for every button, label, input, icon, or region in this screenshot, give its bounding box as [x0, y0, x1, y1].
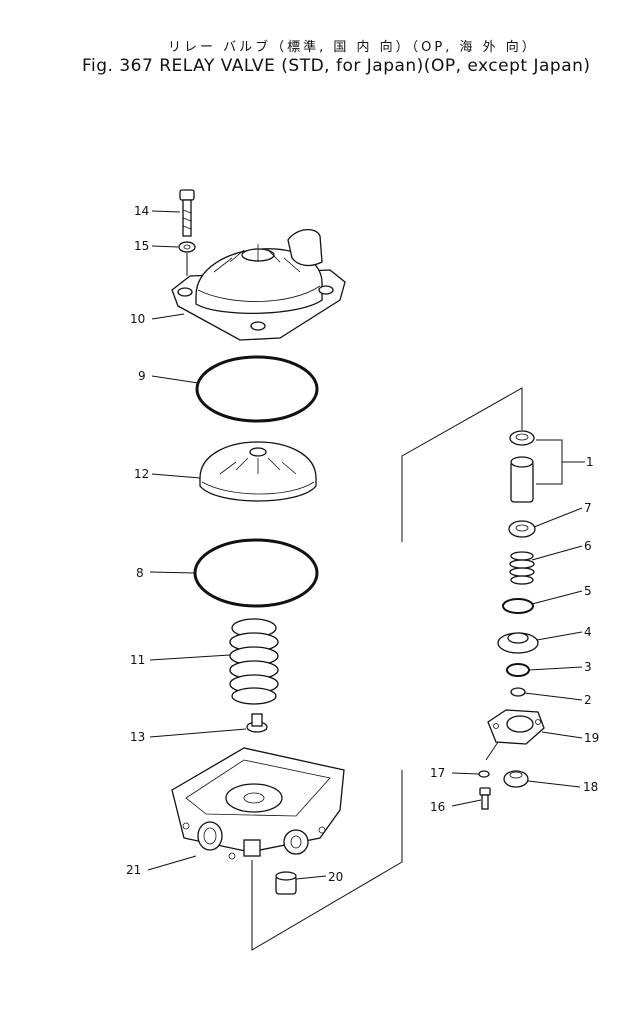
callout-1: 1	[586, 455, 594, 469]
part-20-plug	[275, 871, 297, 895]
title-english: Fig. 367 RELAY VALVE (STD, for Japan)(OP…	[82, 56, 591, 76]
part-19-cover	[485, 709, 545, 761]
title-japanese: リレー バルブ（標準, 国 内 向）（OP, 海 外 向）	[168, 40, 538, 55]
leader-lines	[147, 210, 585, 880]
callout-4: 4	[584, 625, 592, 639]
part-10-cover	[171, 229, 346, 341]
callout-11: 11	[130, 653, 145, 667]
part-3-o-ring	[506, 663, 530, 677]
callout-21: 21	[126, 863, 141, 877]
callout-15: 15	[134, 239, 149, 253]
callout-13: 13	[130, 730, 145, 744]
part-2-o-ring	[510, 687, 526, 697]
part-15-washer	[178, 241, 196, 276]
callout-20: 20	[328, 870, 343, 884]
part-13-plug	[246, 713, 268, 733]
part-17-washer	[478, 770, 490, 778]
part-14-bolt	[179, 189, 195, 237]
callout-3: 3	[584, 660, 592, 674]
part-6-spring	[509, 551, 535, 585]
part-7-seat	[508, 520, 536, 538]
part-9-o-ring	[195, 355, 319, 423]
part-11-spring	[229, 618, 279, 705]
part-16-bolt	[479, 787, 491, 810]
callout-17: 17	[430, 766, 445, 780]
callout-16: 16	[430, 800, 445, 814]
callout-10: 10	[130, 312, 145, 326]
callout-7: 7	[584, 501, 592, 515]
part-5-o-ring	[502, 598, 534, 614]
part-1-seat-and-valve	[509, 430, 535, 503]
callout-12: 12	[134, 467, 149, 481]
callout-9: 9	[138, 369, 146, 383]
callout-8: 8	[136, 566, 144, 580]
callout-18: 18	[583, 780, 598, 794]
callout-numbers: 1 2 3 4 5 6 7 8 9 10 11 12 13 14 15 16 1…	[126, 204, 599, 884]
callout-2: 2	[584, 693, 592, 707]
callout-14: 14	[134, 204, 149, 218]
part-21-body	[171, 747, 345, 860]
part-4-piston	[497, 632, 539, 654]
callout-6: 6	[584, 539, 592, 553]
assembly-bracket-lines	[251, 387, 523, 951]
part-8-o-ring	[193, 538, 319, 608]
callout-19: 19	[584, 731, 599, 745]
part-12-diaphragm	[199, 441, 317, 502]
part-18-plug	[503, 770, 529, 788]
callout-5: 5	[584, 584, 592, 598]
